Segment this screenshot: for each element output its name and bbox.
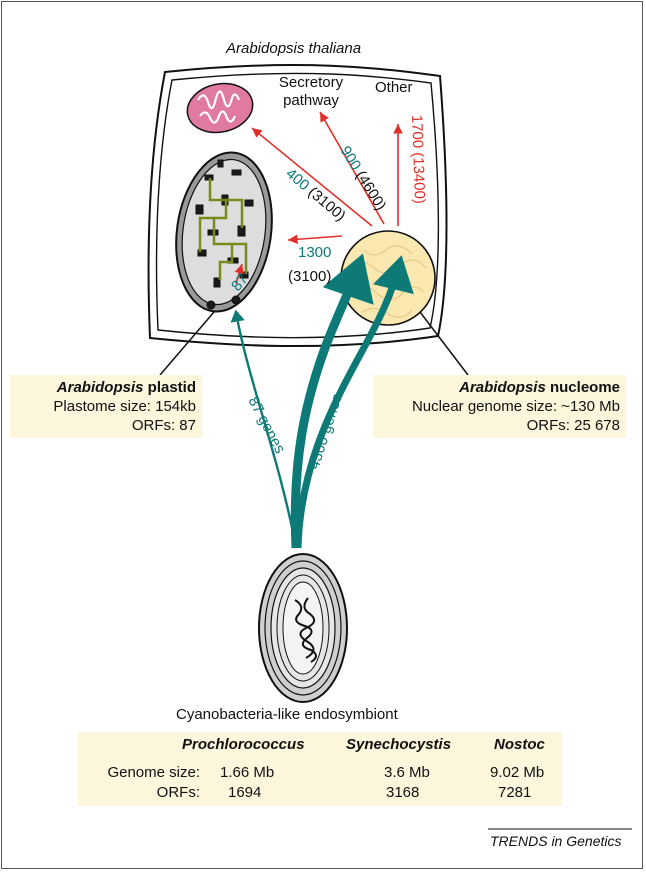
nuclear-genome-size: Nuclear genome size: ~130 Mb <box>411 398 620 415</box>
label-mito-count: 400(3100) <box>282 165 348 225</box>
header-synechocystis: Synechocystis <box>346 736 452 753</box>
nucleome-info-box: Arabidopsis nucleome Nuclear genome size… <box>374 375 626 438</box>
nucleome-orfs: ORFs: 25 678 <box>526 417 620 434</box>
secretory-label: Secretory pathway <box>266 74 356 110</box>
nucleus-pointer <box>419 311 469 376</box>
orfs-nostoc: 7281 <box>498 784 532 801</box>
label-other-count: 1700 (13400) <box>408 115 428 205</box>
plastome-size: Plastome size: 154kb <box>53 398 196 415</box>
secretory-line2: pathway <box>283 92 339 109</box>
credit: TRENDS in Genetics <box>490 833 622 849</box>
arrow-to-nucleus-b <box>294 255 414 549</box>
genome-size-nostoc: 9.02 Mb <box>490 764 545 781</box>
header-nostoc: Nostoc <box>494 736 545 753</box>
header-prochlorococcus: Prochlorococcus <box>182 736 305 753</box>
label-plastid-count: 1300 <box>298 244 332 261</box>
genome-size-synechocystis: 3.6 Mb <box>384 764 430 781</box>
red-arrows <box>234 111 403 285</box>
secretory-line1: Secretory <box>278 74 344 91</box>
arrow-to-plastid <box>287 234 343 245</box>
arrow-plastid-internal <box>234 263 244 285</box>
endosymbiont <box>258 553 348 703</box>
genome-size-prochlorococcus: 1.66 Mb <box>220 764 275 781</box>
nucleome-box-title: Arabidopsis nucleome <box>380 378 620 397</box>
orfs-label: ORFs: <box>156 784 200 801</box>
teal-arrows <box>230 253 414 549</box>
orfs-synechocystis: 3168 <box>386 784 420 801</box>
plastid <box>175 151 273 313</box>
plastid-box-title-rest: plastid <box>143 379 196 396</box>
orfs-prochlorococcus: 1694 <box>228 784 262 801</box>
plastid-box-title-italic: Arabidopsis <box>56 379 144 396</box>
label-plastid-total: (3100) <box>288 268 332 285</box>
nucleome-box-title-rest: nucleome <box>545 379 620 396</box>
plastid-pointer <box>159 311 215 376</box>
plastid-info-box: Arabidopsis plastid Plastome size: 154kb… <box>10 375 202 438</box>
label-other-count-num: 1700 <box>408 115 426 149</box>
arrow-to-mitochondrion <box>251 127 373 227</box>
plastid-orfs: ORFs: 87 <box>131 417 196 434</box>
plastid-box-title: Arabidopsis plastid <box>16 378 196 397</box>
mitochondrion <box>186 82 254 134</box>
organism-title: Arabidopsis thaliana <box>226 40 362 57</box>
label-mito-count-num: 400 <box>282 165 312 194</box>
arrow-to-secretory <box>319 111 385 225</box>
cyanobacteria-table: Prochlorococcus Synechocystis Nostoc Gen… <box>78 732 562 806</box>
other-label: Other <box>375 79 413 96</box>
label-other-total: (13400) <box>409 152 428 204</box>
genome-size-label: Genome size: <box>107 764 200 781</box>
pointer-lines <box>159 311 469 376</box>
endosymbiont-label: Cyanobacteria-like endosymbiont <box>176 706 398 723</box>
label-secretory-total: (4600) <box>352 168 389 214</box>
arrow-to-plastid-genes <box>230 309 298 549</box>
arrow-to-nucleus-a <box>290 253 374 549</box>
nucleome-box-title-italic: Arabidopsis <box>459 379 546 396</box>
label-genes-to-plastid: 87 genes <box>244 394 288 456</box>
